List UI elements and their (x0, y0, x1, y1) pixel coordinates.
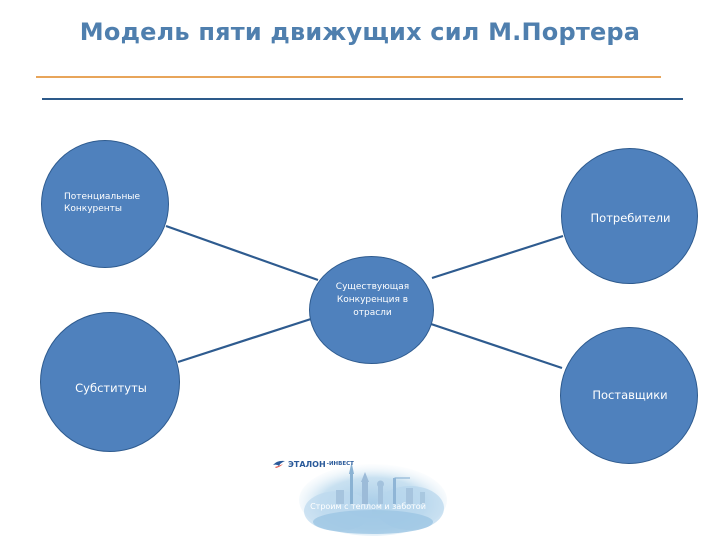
slide-title: Модель пяти движущих сил М.Портера (79, 18, 641, 46)
connector-industry-to-buyers (431, 234, 564, 280)
company-slogan: Строим с теплом и заботой (310, 502, 426, 511)
company-logo-brand-name: ЭТАЛОН (288, 459, 326, 469)
node-suppliers-label: Поставщики (592, 388, 668, 402)
company-logo-brand: ЭТАЛОН -ИНВЕСТ (272, 457, 354, 471)
connector-substitutes-to-industry (177, 316, 315, 364)
node-buyers-label: Потребители (590, 211, 671, 225)
company-logo-brand-suffix: -ИНВЕСТ (326, 461, 354, 467)
node-substitutes: Субституты (40, 312, 180, 452)
node-potential-competitors-label: Потенциальные Конкуренты (64, 192, 141, 214)
connector-industry-to-suppliers (430, 322, 563, 370)
node-suppliers: Поставщики (560, 327, 698, 464)
eagle-logo-icon (273, 460, 285, 468)
node-potential-competitors: Потенциальные Конкуренты (41, 140, 169, 268)
node-industry-rivalry: Существующая Конкуренция в отрасли (309, 256, 434, 364)
title-underline-orange (36, 76, 661, 78)
title-underline-blue (42, 98, 683, 100)
node-substitutes-label: Субституты (75, 381, 147, 395)
node-industry-rivalry-label: Существующая Конкуренция в отрасли (335, 282, 410, 318)
connector-competitors-to-industry (165, 224, 319, 282)
city-skyline-illustration (299, 462, 447, 536)
company-logo: ЭТАЛОН -ИНВЕСТ Строим с теплом и заботой (268, 452, 458, 538)
node-buyers: Потребители (561, 148, 698, 284)
